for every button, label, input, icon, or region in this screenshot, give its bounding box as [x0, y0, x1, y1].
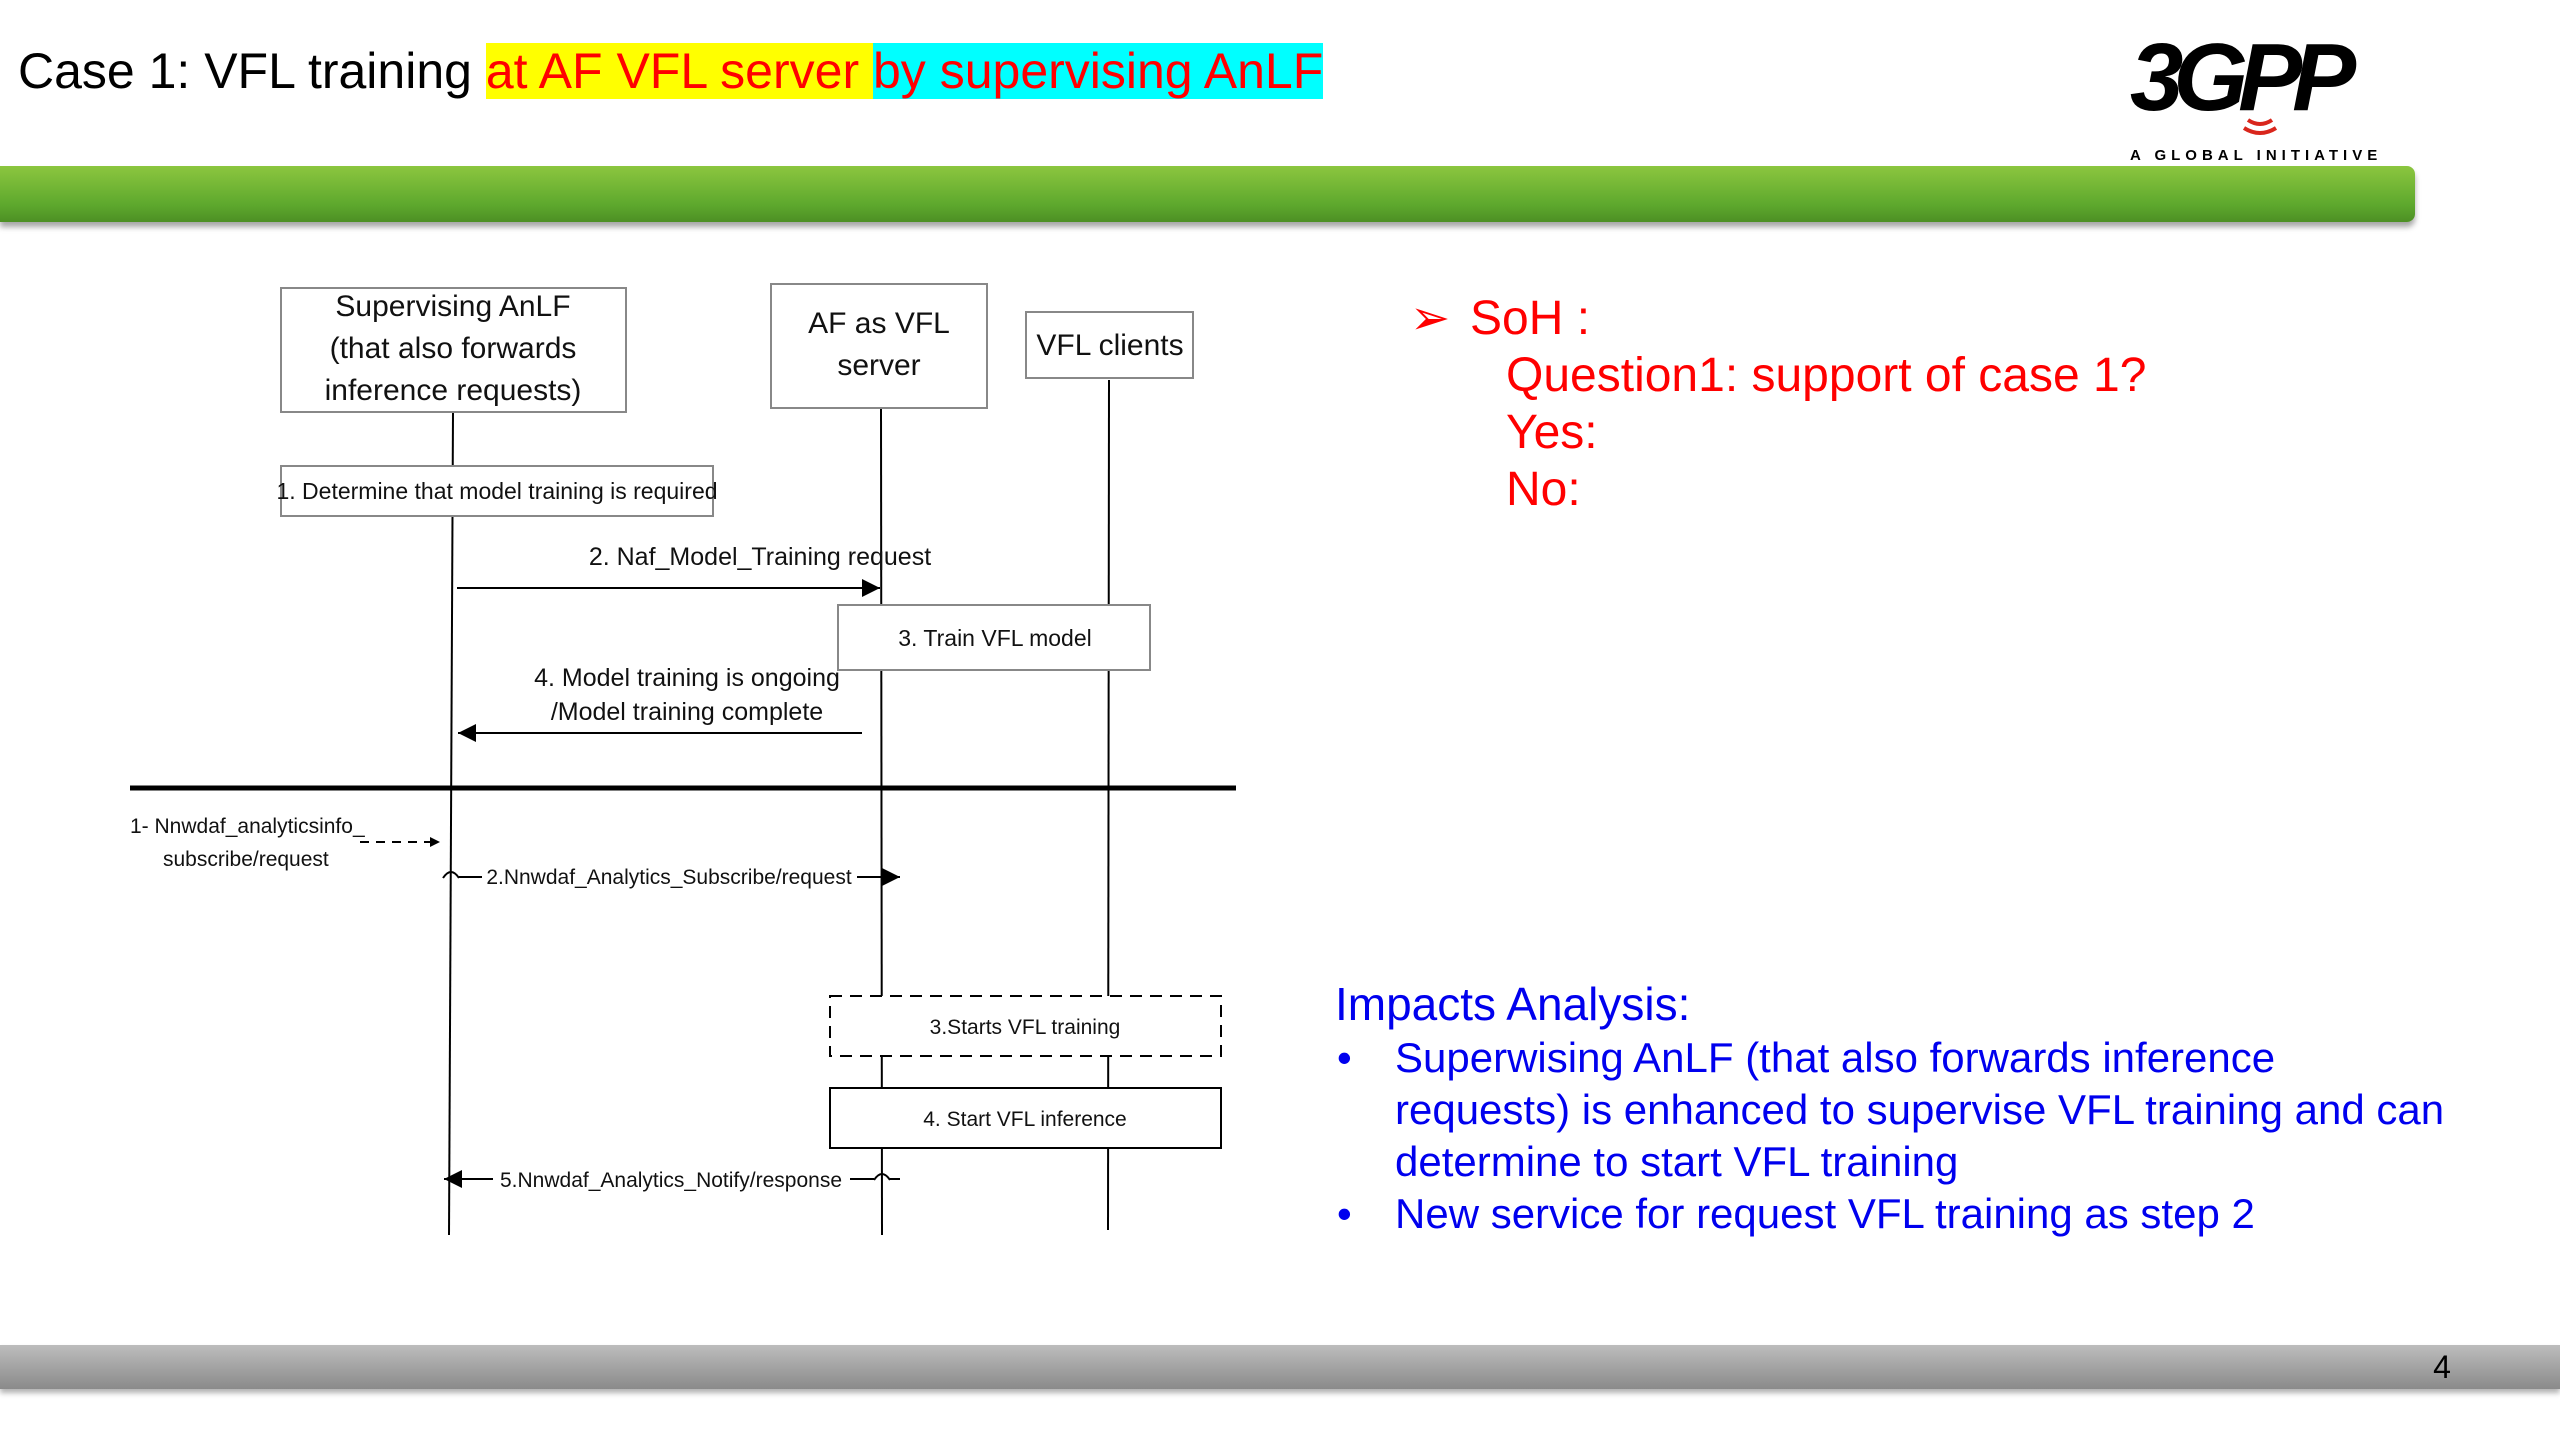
impacts-section: Impacts Analysis: Superwising AnLF (that…: [1335, 978, 2445, 1240]
lower-step4-label: 4. Start VFL inference: [923, 1108, 1127, 1131]
soh-no: No:: [1506, 463, 1581, 516]
title-highlight-cyan: by supervising AnLF: [873, 43, 1324, 99]
3gpp-logo: 3GPP A GLOBAL INITIATIVE: [2130, 24, 2382, 164]
sequence-diagram: Supervising AnLF (that also forwards inf…: [130, 283, 1236, 1236]
step3-label: 3. Train VFL model: [898, 625, 1091, 651]
step2-label: 2. Naf_Model_Training request: [589, 543, 931, 571]
impacts-bullet: New service for request VFL training as …: [1335, 1188, 2445, 1240]
clients-entity-box: [1025, 311, 1194, 379]
page-number: 4: [2433, 1349, 2451, 1385]
anlf-label-2: (that also forwards: [330, 332, 577, 365]
af-label-2: server: [837, 349, 920, 382]
logo-signal-icon: [2242, 118, 2278, 135]
header-green-bar: [0, 166, 2415, 222]
step4-label-2: /Model training complete: [551, 698, 823, 726]
soh-heading-row: ➢ SoH :: [1410, 290, 2146, 347]
lower-step4-box: [829, 1087, 1222, 1149]
impacts-heading: Impacts Analysis:: [1335, 978, 1691, 1030]
soh-section: ➢ SoH : Question1: support of case 1? Yes…: [1410, 290, 2146, 518]
impacts-list: Superwising AnLF (that also forwards inf…: [1335, 1032, 2445, 1240]
af-entity-box: [770, 283, 988, 409]
step4-label-1: 4. Model training is ongoing: [534, 664, 840, 692]
soh-yes: Yes:: [1506, 406, 1598, 459]
anlf-label-3: inference requests): [325, 374, 582, 407]
af-label-1: AF as VFL: [808, 307, 950, 340]
lower-step5-label: 5.Nnwdaf_Analytics_Notify/response: [500, 1169, 842, 1192]
lower-step2-label: 2.Nnwdaf_Analytics_Subscribe/request: [486, 866, 852, 889]
logo-brand: 3GPP: [2130, 24, 2357, 131]
lower-step3-box: [829, 995, 1222, 1057]
arrow-bullet-icon: ➢: [1410, 292, 1451, 345]
lower-step2-hop: [442, 871, 460, 879]
lower-step1-label-2: subscribe/request: [163, 848, 329, 871]
impacts-bullet: Superwising AnLF (that also forwards inf…: [1335, 1032, 2445, 1188]
anlf-entity-box: [280, 287, 627, 413]
title-highlight-yellow: at AF VFL server: [485, 43, 873, 99]
logo-tagline: A GLOBAL INITIATIVE: [2130, 147, 2382, 164]
anlf-lifeline: [448, 411, 454, 1236]
step3-box: [837, 604, 1151, 671]
title-prefix: Case 1: VFL training: [18, 43, 486, 99]
soh-heading: SoH :: [1470, 292, 1591, 345]
lower-step5-hop: [873, 1173, 891, 1181]
slide-title: Case 1: VFL training at AF VFL server by…: [18, 38, 1324, 104]
step1-label: 1. Determine that model training is requ…: [276, 478, 717, 504]
lower-step1-label-1: 1- Nnwdaf_analyticsinfo_: [130, 815, 365, 838]
step1-box: [280, 465, 714, 517]
soh-question: Question1: support of case 1?: [1506, 349, 2147, 402]
lower-step3-label: 3.Starts VFL training: [930, 1016, 1121, 1039]
anlf-label-1: Supervising AnLF: [335, 290, 570, 323]
clients-label: VFL clients: [1036, 329, 1183, 362]
footer-gray-bar: [0, 1345, 2560, 1389]
